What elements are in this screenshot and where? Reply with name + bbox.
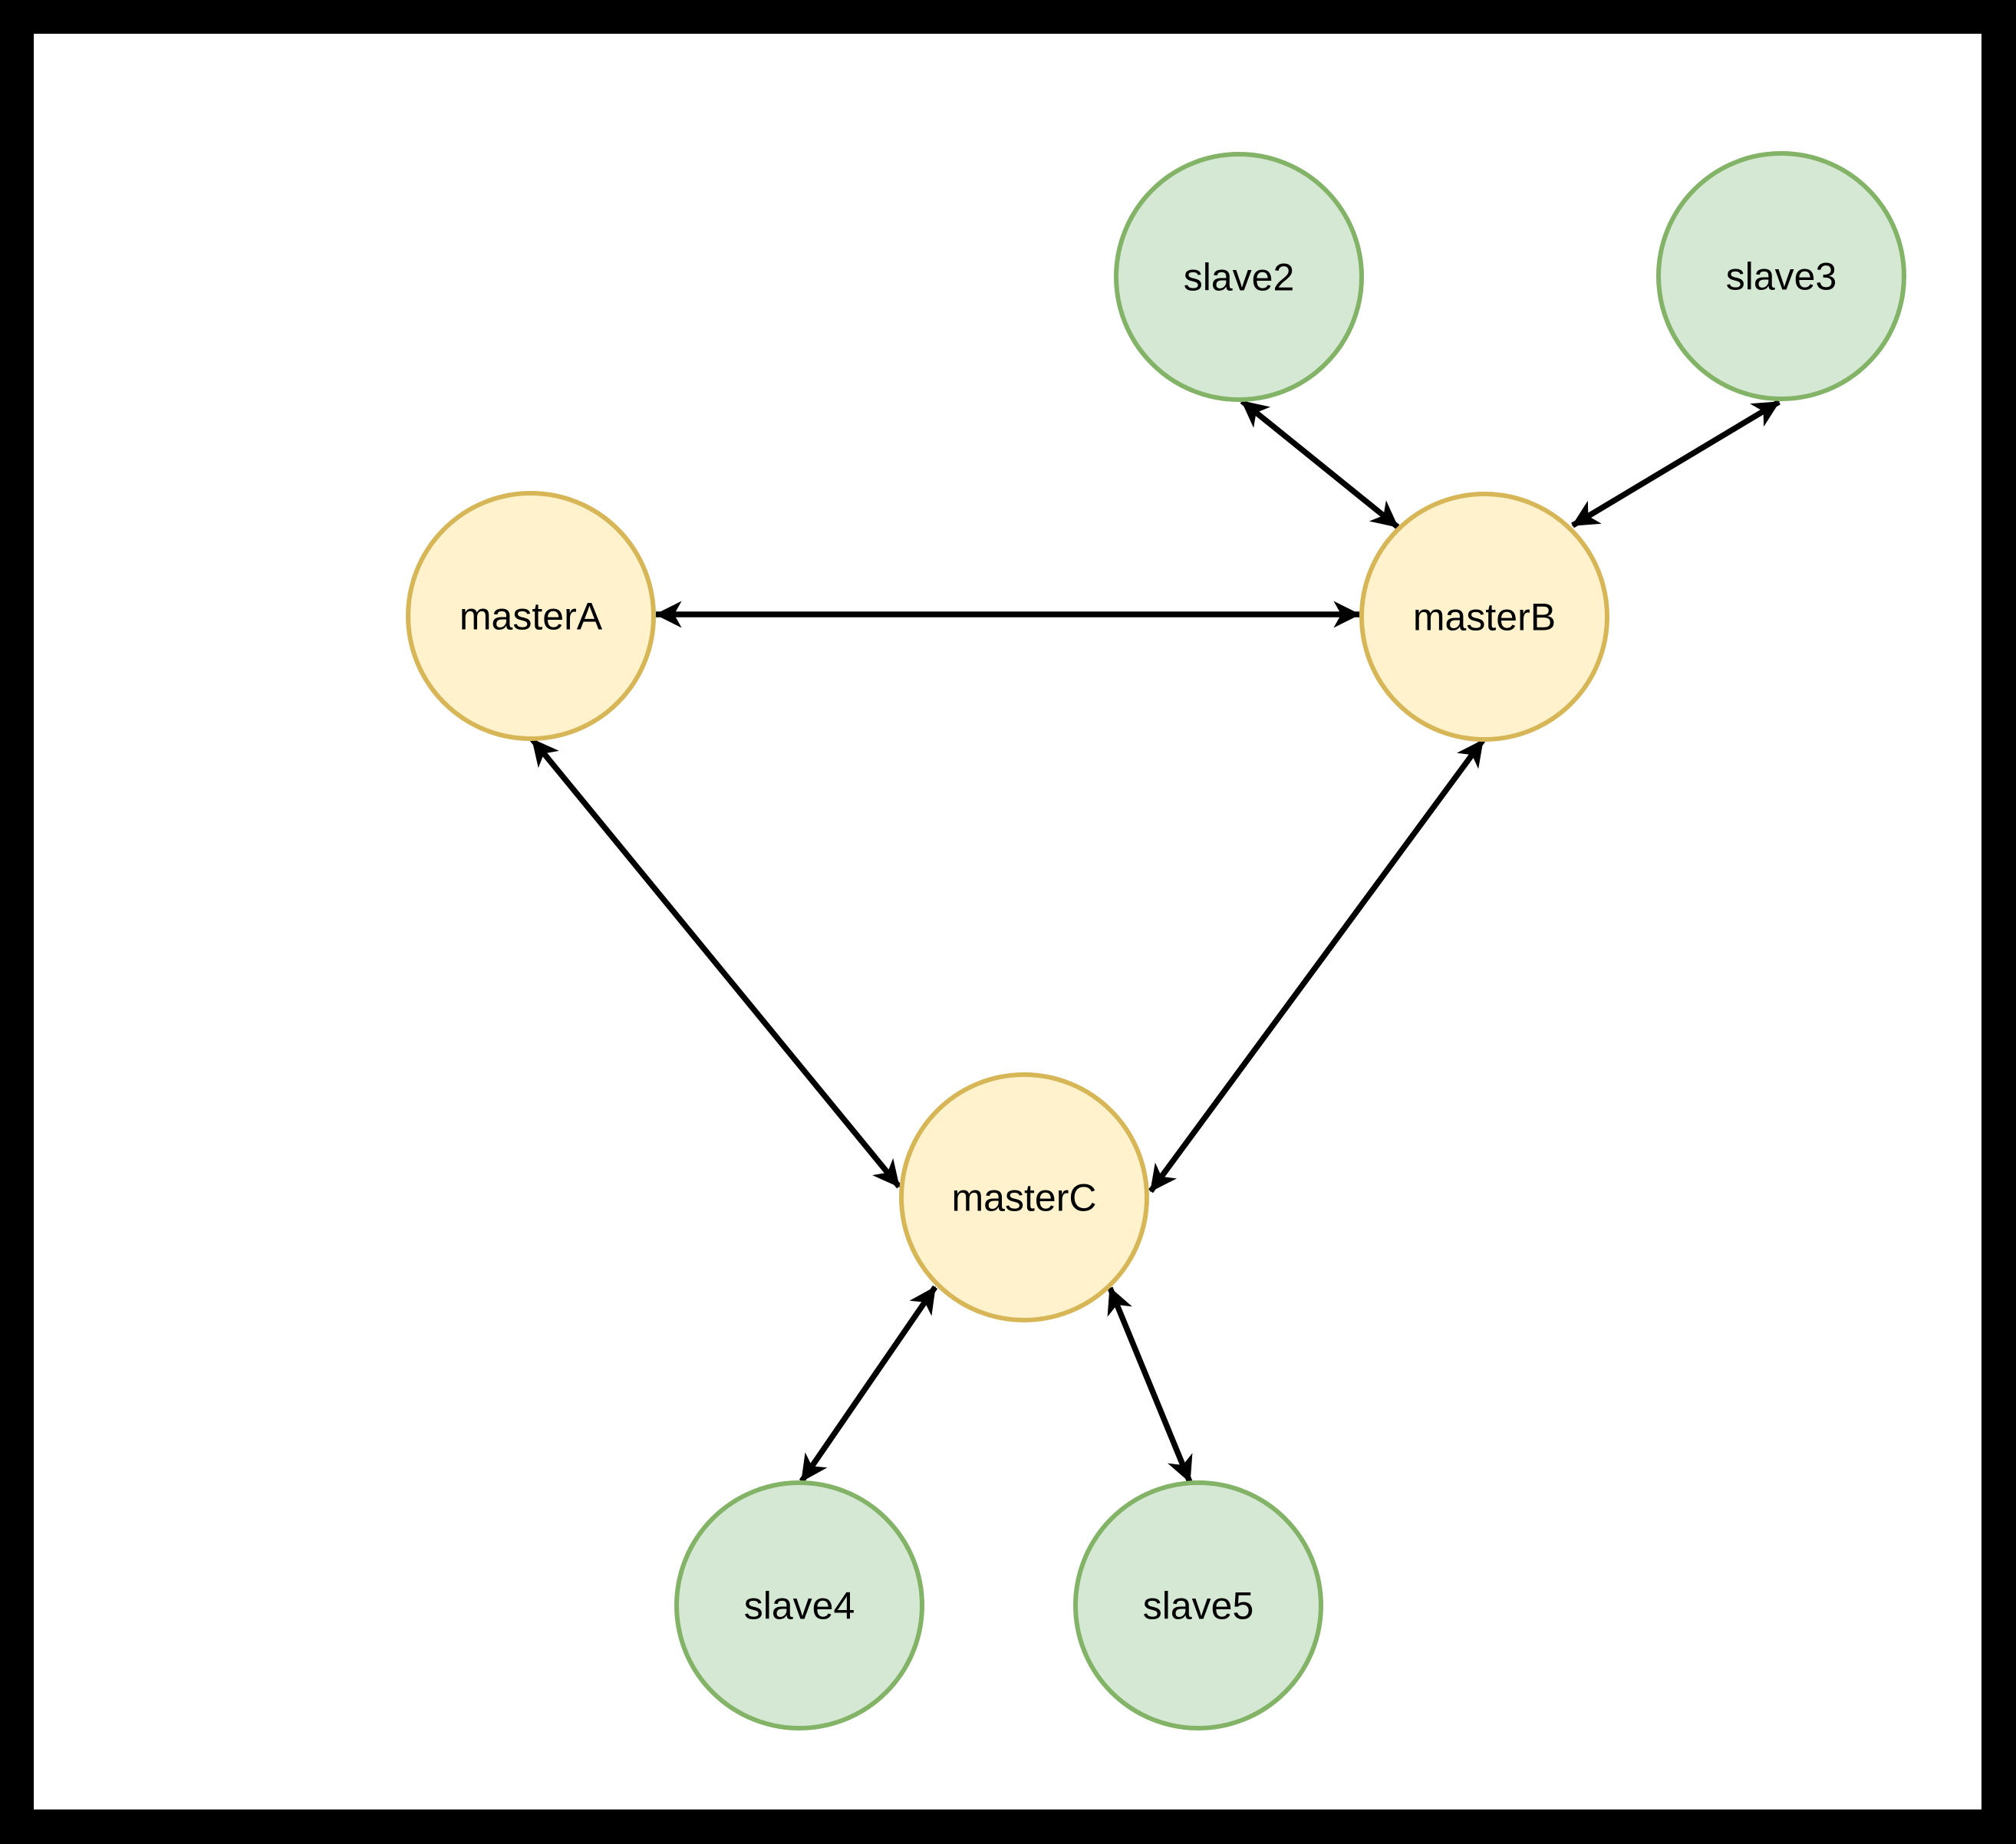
node-circle-masterC: [899, 1072, 1149, 1322]
node-slave5: slave5: [1073, 1480, 1323, 1730]
diagram-canvas: [34, 34, 1981, 1809]
edges-layer: [530, 399, 1780, 1483]
edge-masterA-masterC: [530, 737, 901, 1189]
node-label-masterA: masterA: [460, 595, 603, 638]
node-label-slave2: slave2: [1184, 256, 1295, 299]
node-slave4: slave4: [674, 1480, 924, 1730]
node-label-slave5: slave5: [1143, 1585, 1254, 1628]
node-circle-masterB: [1359, 492, 1609, 742]
edge-masterC-slave5: [1107, 1286, 1193, 1483]
node-label-masterC: masterC: [952, 1177, 1097, 1220]
edge-masterB-masterC: [1148, 738, 1486, 1194]
nodes-layer: masterA masterB masterC slave2 slave3 sl: [406, 151, 1906, 1730]
node-label-masterB: masterB: [1413, 596, 1556, 639]
node-masterB: masterB: [1359, 492, 1609, 742]
node-circle-masterA: [406, 491, 656, 741]
node-circle-slave5: [1073, 1480, 1323, 1730]
node-circle-slave4: [674, 1480, 924, 1730]
node-circle-slave2: [1114, 152, 1364, 402]
node-circle-slave3: [1656, 151, 1906, 401]
edge-slave3-masterB: [1571, 399, 1780, 529]
node-label-slave3: slave3: [1726, 255, 1837, 298]
node-slave3: slave3: [1656, 151, 1906, 401]
node-label-slave4: slave4: [744, 1585, 855, 1628]
node-masterC: masterC: [899, 1072, 1149, 1322]
edge-masterC-slave4: [799, 1285, 938, 1483]
node-masterA: masterA: [406, 491, 656, 741]
node-slave2: slave2: [1114, 152, 1364, 402]
edge-slave2-masterB: [1240, 399, 1400, 529]
